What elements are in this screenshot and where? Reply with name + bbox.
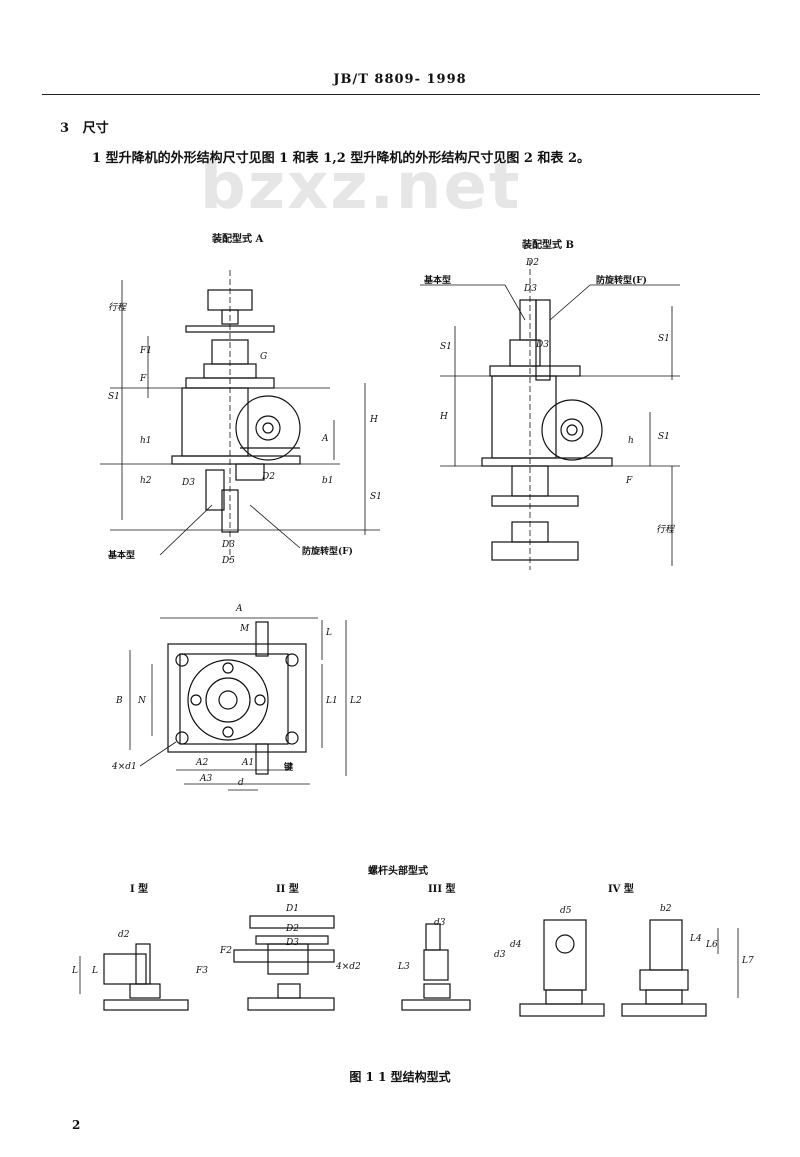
plan-dim-n: N — [138, 696, 146, 706]
figB-body — [491, 375, 557, 459]
end4-dim-l6: L6 — [706, 940, 718, 950]
figA-dim-s1: S1 — [108, 392, 120, 402]
plan-dim-l2: L2 — [350, 696, 362, 706]
figA-dim-h: H — [370, 415, 378, 425]
figA-dim-b1: b1 — [322, 476, 334, 486]
plan-gear-circle — [187, 659, 269, 741]
figA-dim-d3: D3 — [182, 478, 195, 488]
section-title: 尺寸 — [82, 121, 109, 136]
end2-dim-d1: D1 — [286, 904, 299, 914]
plan-dim-a1: A1 — [242, 758, 255, 768]
plan-dim-d: d — [238, 778, 244, 788]
end4-dim-l7: L7 — [742, 956, 754, 966]
watermark: bzxz.net — [200, 150, 522, 224]
figA-gear-housing — [235, 395, 301, 461]
end3-dim-l3: L3 — [398, 962, 410, 972]
end4-dim-d4: d4 — [510, 940, 522, 950]
figA-dim-h2: h2 — [140, 476, 152, 486]
figB-title: 装配型式 B — [522, 240, 574, 251]
figB-gear-housing — [541, 399, 603, 461]
end-type-2: II 型 — [276, 884, 299, 895]
figB-base-plate — [481, 457, 613, 467]
end4-dim-d5: d5 — [560, 906, 572, 916]
plan-dim-a: A — [236, 604, 243, 614]
end-type-4: IV 型 — [608, 884, 634, 895]
figA-dim-h1: h1 — [140, 436, 152, 446]
figB-dim-h: H — [440, 412, 448, 422]
end4-dim-d3: d3 — [494, 950, 506, 960]
plan-dim-m: M — [240, 624, 250, 634]
end-type-1: I 型 — [130, 884, 149, 895]
plan-base-plate — [167, 643, 307, 753]
end4-dim-l4: L4 — [690, 934, 702, 944]
figB-dim-s1c: S1 — [658, 432, 670, 442]
plan-key-label: 键 — [284, 763, 294, 773]
figB-dim-d2: D2 — [526, 258, 539, 268]
end1-dim-l2: L — [92, 966, 98, 976]
end-type-3: III 型 — [428, 884, 456, 895]
figB-dim-s1: S1 — [440, 342, 452, 352]
figA-body — [181, 387, 249, 457]
end2-dim-d2: D2 — [286, 924, 299, 934]
figA-dim-g: G — [260, 352, 268, 362]
figA-title: 装配型式 A — [212, 234, 264, 245]
figA-basic-label: 基本型 — [108, 551, 136, 561]
section-paragraph: 1 型升降机的外形结构尺寸见图 1 和表 1,2 型升降机的外形结构尺寸见图 2… — [92, 151, 591, 166]
end1-dim-d2: d2 — [118, 930, 130, 940]
end4-dim-b2: b2 — [660, 904, 672, 914]
figA-dim-s1b: S1 — [370, 492, 382, 502]
figB-dim-d3b: D3 — [536, 340, 549, 350]
figB-dim-hsmall: h — [628, 436, 634, 446]
end2-dim-f2: F2 — [220, 946, 232, 956]
end1-dim-l: L — [72, 966, 78, 976]
figA-dim-d5: D5 — [222, 556, 235, 566]
figA-base-plate — [171, 455, 301, 465]
plan-dim-l: L — [326, 628, 332, 638]
end3-dim-d3: d3 — [434, 918, 446, 928]
figB-dim-f: F — [626, 476, 633, 486]
figB-anti-label: 防旋转型(F) — [596, 276, 647, 286]
figB-dim-stroke: 行程 — [656, 525, 675, 535]
end2-dim-f3: F3 — [196, 966, 208, 976]
end2-dim-holes: 4×d2 — [336, 962, 361, 972]
figA-top-cap — [207, 289, 253, 311]
plan-dim-b: B — [116, 696, 123, 706]
figA-dim-f1: F1 — [140, 346, 152, 356]
figA-dim-a: A — [322, 434, 329, 444]
standard-header: JB/T 8809- 1998 — [333, 72, 467, 87]
plan-dim-l1: L1 — [326, 696, 338, 706]
section-number: 3 — [60, 121, 70, 136]
figA-anti-label: 防旋转型(F) — [302, 547, 353, 557]
figA-dim-stroke: 行程 — [108, 303, 127, 313]
figA-dim-f: F — [140, 374, 147, 384]
figB-basic-label: 基本型 — [424, 276, 452, 286]
figA-dim-d3b: D3 — [222, 540, 235, 550]
plan-dim-holes: 4×d1 — [112, 762, 137, 772]
header-rule — [42, 94, 760, 95]
section-heading: 3 尺寸 — [60, 117, 109, 136]
ends-title: 螺杆头部型式 — [368, 866, 428, 877]
figA-dim-d2: D2 — [262, 472, 275, 482]
page-number: 2 — [72, 1118, 81, 1132]
figB-dim-s1b: S1 — [658, 334, 670, 344]
figure-caption: 图 1 1 型结构型式 — [349, 1070, 451, 1084]
plan-dim-a3: A3 — [200, 774, 213, 784]
plan-dim-a2: A2 — [196, 758, 209, 768]
end2-dim-d3: D3 — [286, 938, 299, 948]
figB-dim-d3: D3 — [524, 284, 537, 294]
